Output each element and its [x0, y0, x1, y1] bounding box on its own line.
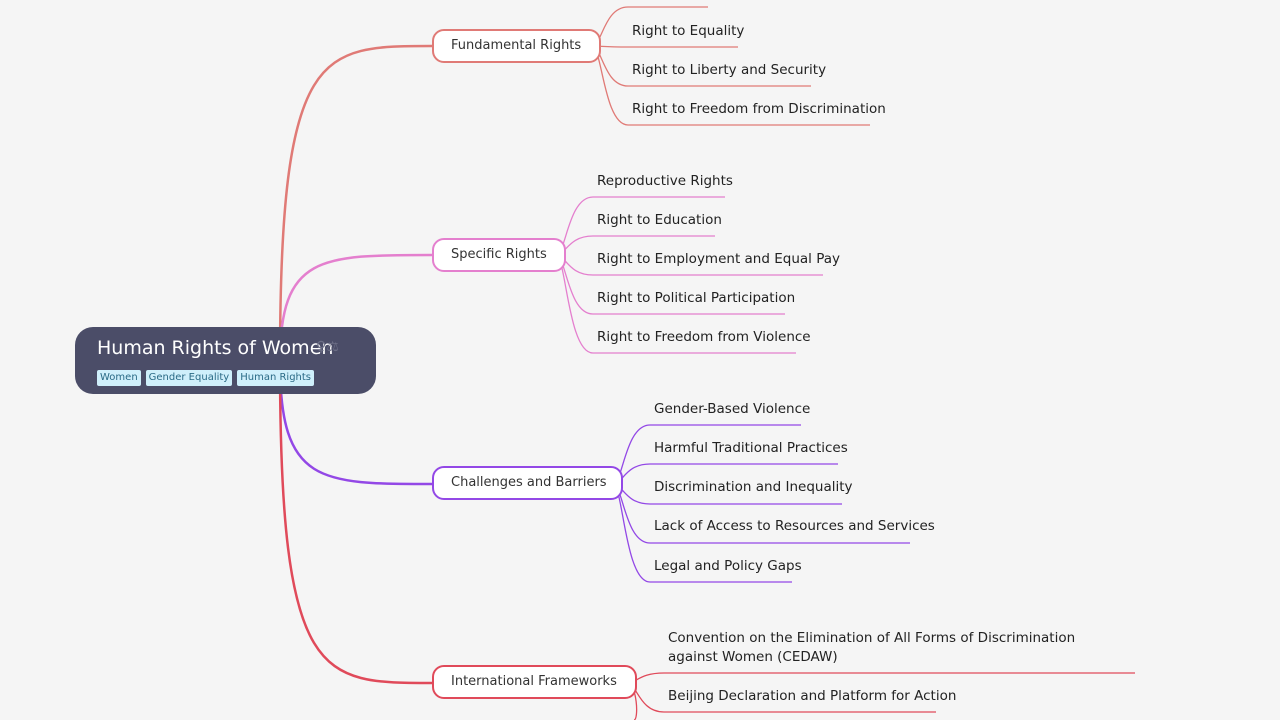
root-emoji-icon: ♀⚖: [316, 339, 339, 355]
tag-human-rights[interactable]: Human Rights: [237, 370, 315, 386]
leaf-beijing-declaration[interactable]: Beijing Declaration and Platform for Act…: [668, 688, 957, 704]
leaf-right-to-education[interactable]: Right to Education: [597, 212, 722, 228]
root-tags: Women Gender Equality Human Rights: [97, 370, 315, 386]
leaf-discrimination-and-inequality[interactable]: Discrimination and Inequality: [654, 479, 853, 495]
leaf-connector-1: [591, 45, 738, 48]
tag-women[interactable]: Women: [97, 370, 141, 386]
main-connector-3: [278, 361, 433, 685]
leaf-harmful-traditional-practices[interactable]: Harmful Traditional Practices: [654, 440, 848, 456]
leaf-legal-and-policy-gaps[interactable]: Legal and Policy Gaps: [654, 558, 802, 574]
tag-gender-equality[interactable]: Gender Equality: [145, 370, 233, 386]
leaf-gender-based-violence[interactable]: Gender-Based Violence: [654, 401, 811, 417]
branch-challenges-and-barriers[interactable]: Challenges and Barriers: [432, 466, 623, 500]
leaf-right-to-political-participation[interactable]: Right to Political Participation: [597, 290, 796, 306]
leaf-reproductive-rights[interactable]: Reproductive Rights: [597, 173, 733, 189]
main-connector-2: [278, 361, 433, 486]
leaf-cedaw[interactable]: Convention on the Elimination of All For…: [668, 630, 1076, 665]
branch-specific-rights[interactable]: Specific Rights: [432, 238, 566, 272]
leaf-right-to-equality[interactable]: Right to Equality: [632, 23, 745, 39]
leaf-connector-14: [626, 672, 1135, 684]
branch-international-frameworks[interactable]: International Frameworks: [432, 665, 637, 699]
main-connector-1: [278, 253, 433, 363]
leaf-right-to-freedom-from-violence[interactable]: Right to Freedom from Violence: [597, 329, 811, 345]
root-title: Human Rights of Women: [97, 337, 334, 359]
leaf-lack-of-access-to-resources[interactable]: Lack of Access to Resources and Services: [654, 518, 935, 534]
leaf-right-to-liberty-and-security[interactable]: Right to Liberty and Security: [632, 62, 827, 78]
main-connector-0: [278, 44, 433, 363]
branch-fundamental-rights[interactable]: Fundamental Rights: [432, 29, 601, 63]
leaf-right-to-employment-and-equal-pay[interactable]: Right to Employment and Equal Pay: [597, 251, 840, 267]
leaf-right-to-freedom-from-discrimination[interactable]: Right to Freedom from Discrimination: [632, 101, 886, 117]
